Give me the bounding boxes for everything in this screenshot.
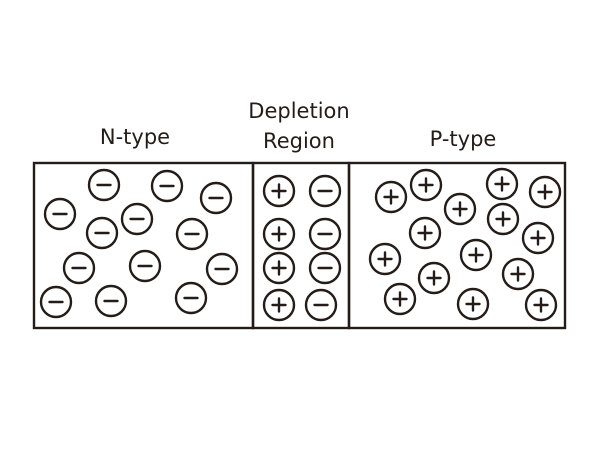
p-type-hole-plus-icon: [368, 242, 402, 276]
charge-carriers: [39, 167, 562, 322]
n-type-electron-minus-icon: [150, 169, 184, 203]
p-type-hole-plus-icon: [485, 167, 519, 201]
p-type-region: [347, 161, 567, 330]
p-type-hole-plus-icon: [383, 282, 417, 316]
depletion-region-label-line2: Region: [263, 129, 335, 153]
depletion-negative-ion-minus-icon: [308, 217, 342, 251]
depletion-region-label-line1: Depletion: [248, 99, 349, 123]
depletion-positive-ion-plus-icon: [262, 174, 296, 208]
p-type-hole-plus-icon: [456, 287, 490, 321]
p-type-hole-plus-icon: [459, 238, 493, 272]
n-type-electron-minus-icon: [94, 284, 128, 318]
n-type-electron-minus-icon: [43, 197, 77, 231]
p-type-hole-plus-icon: [486, 202, 520, 236]
p-type-hole-plus-icon: [501, 257, 535, 291]
n-type-electron-minus-icon: [120, 202, 154, 236]
p-type-label: P-type: [430, 127, 497, 151]
depletion-negative-ion-minus-icon: [304, 288, 338, 322]
p-type-hole-plus-icon: [409, 168, 443, 202]
p-type-hole-plus-icon: [374, 180, 408, 214]
n-type-electron-minus-icon: [85, 216, 119, 250]
p-type-hole-plus-icon: [417, 261, 451, 295]
n-type-electron-minus-icon: [199, 181, 233, 215]
depletion-negative-ion-minus-icon: [308, 174, 342, 208]
depletion-positive-ion-plus-icon: [262, 288, 296, 322]
depletion-positive-ion-plus-icon: [262, 217, 296, 251]
n-type-label: N-type: [100, 125, 170, 149]
n-type-electron-minus-icon: [175, 217, 209, 251]
n-type-electron-minus-icon: [39, 285, 73, 319]
depletion-positive-ion-plus-icon: [262, 251, 296, 285]
n-type-electron-minus-icon: [128, 249, 162, 283]
n-type-electron-minus-icon: [87, 168, 121, 202]
n-type-electron-minus-icon: [62, 251, 96, 285]
p-type-hole-plus-icon: [528, 175, 562, 209]
n-type-electron-minus-icon: [205, 252, 239, 286]
p-type-hole-plus-icon: [443, 192, 477, 226]
p-type-hole-plus-icon: [408, 216, 442, 250]
p-type-hole-plus-icon: [524, 288, 558, 322]
n-type-electron-minus-icon: [174, 281, 208, 315]
p-type-hole-plus-icon: [521, 221, 555, 255]
depletion-negative-ion-minus-icon: [308, 251, 342, 285]
